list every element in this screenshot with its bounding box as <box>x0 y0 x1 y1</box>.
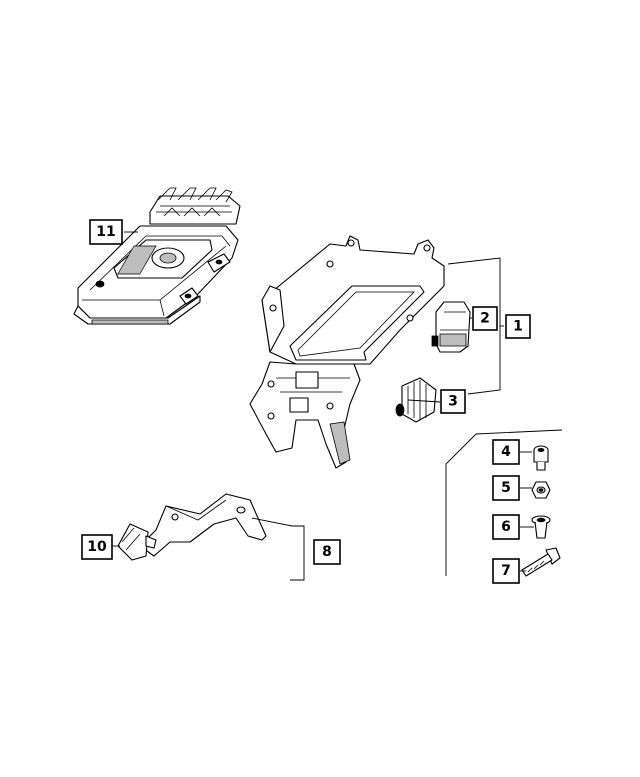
callout-11: 11 <box>89 219 123 245</box>
callout-6: 6 <box>492 514 520 540</box>
callout-3: 3 <box>440 389 466 414</box>
svg-text:6: 6 <box>501 519 511 535</box>
svg-text:1: 1 <box>513 319 523 335</box>
callout-8: 8 <box>313 539 341 565</box>
screw-part-7 <box>521 547 561 577</box>
connector-clip-part-2 <box>431 301 471 353</box>
control-module-part-11 <box>73 187 241 325</box>
support-bracket-part-8 <box>139 493 267 557</box>
callout-4: 4 <box>492 439 520 465</box>
callout-5: 5 <box>492 475 520 501</box>
callout-2: 2 <box>472 306 498 331</box>
svg-text:11: 11 <box>96 224 115 240</box>
leader-lines <box>112 231 563 581</box>
svg-text:4: 4 <box>501 444 511 460</box>
spacer-part-6 <box>531 515 551 539</box>
hex-bolt-part-4 <box>533 445 549 471</box>
svg-text:8: 8 <box>322 544 332 560</box>
svg-text:3: 3 <box>448 394 458 410</box>
svg-text:10: 10 <box>87 539 107 555</box>
wire-clip-part-10 <box>117 523 157 561</box>
callout-7: 7 <box>492 558 520 584</box>
svg-text:2: 2 <box>480 311 490 327</box>
callout-10: 10 <box>81 534 113 560</box>
svg-text:5: 5 <box>501 480 511 496</box>
mounting-bracket-part-1 <box>249 235 445 469</box>
flange-nut-part-5 <box>531 481 551 499</box>
grommet-part-3 <box>395 377 437 423</box>
svg-text:7: 7 <box>501 563 511 579</box>
callout-1: 1 <box>505 314 531 339</box>
